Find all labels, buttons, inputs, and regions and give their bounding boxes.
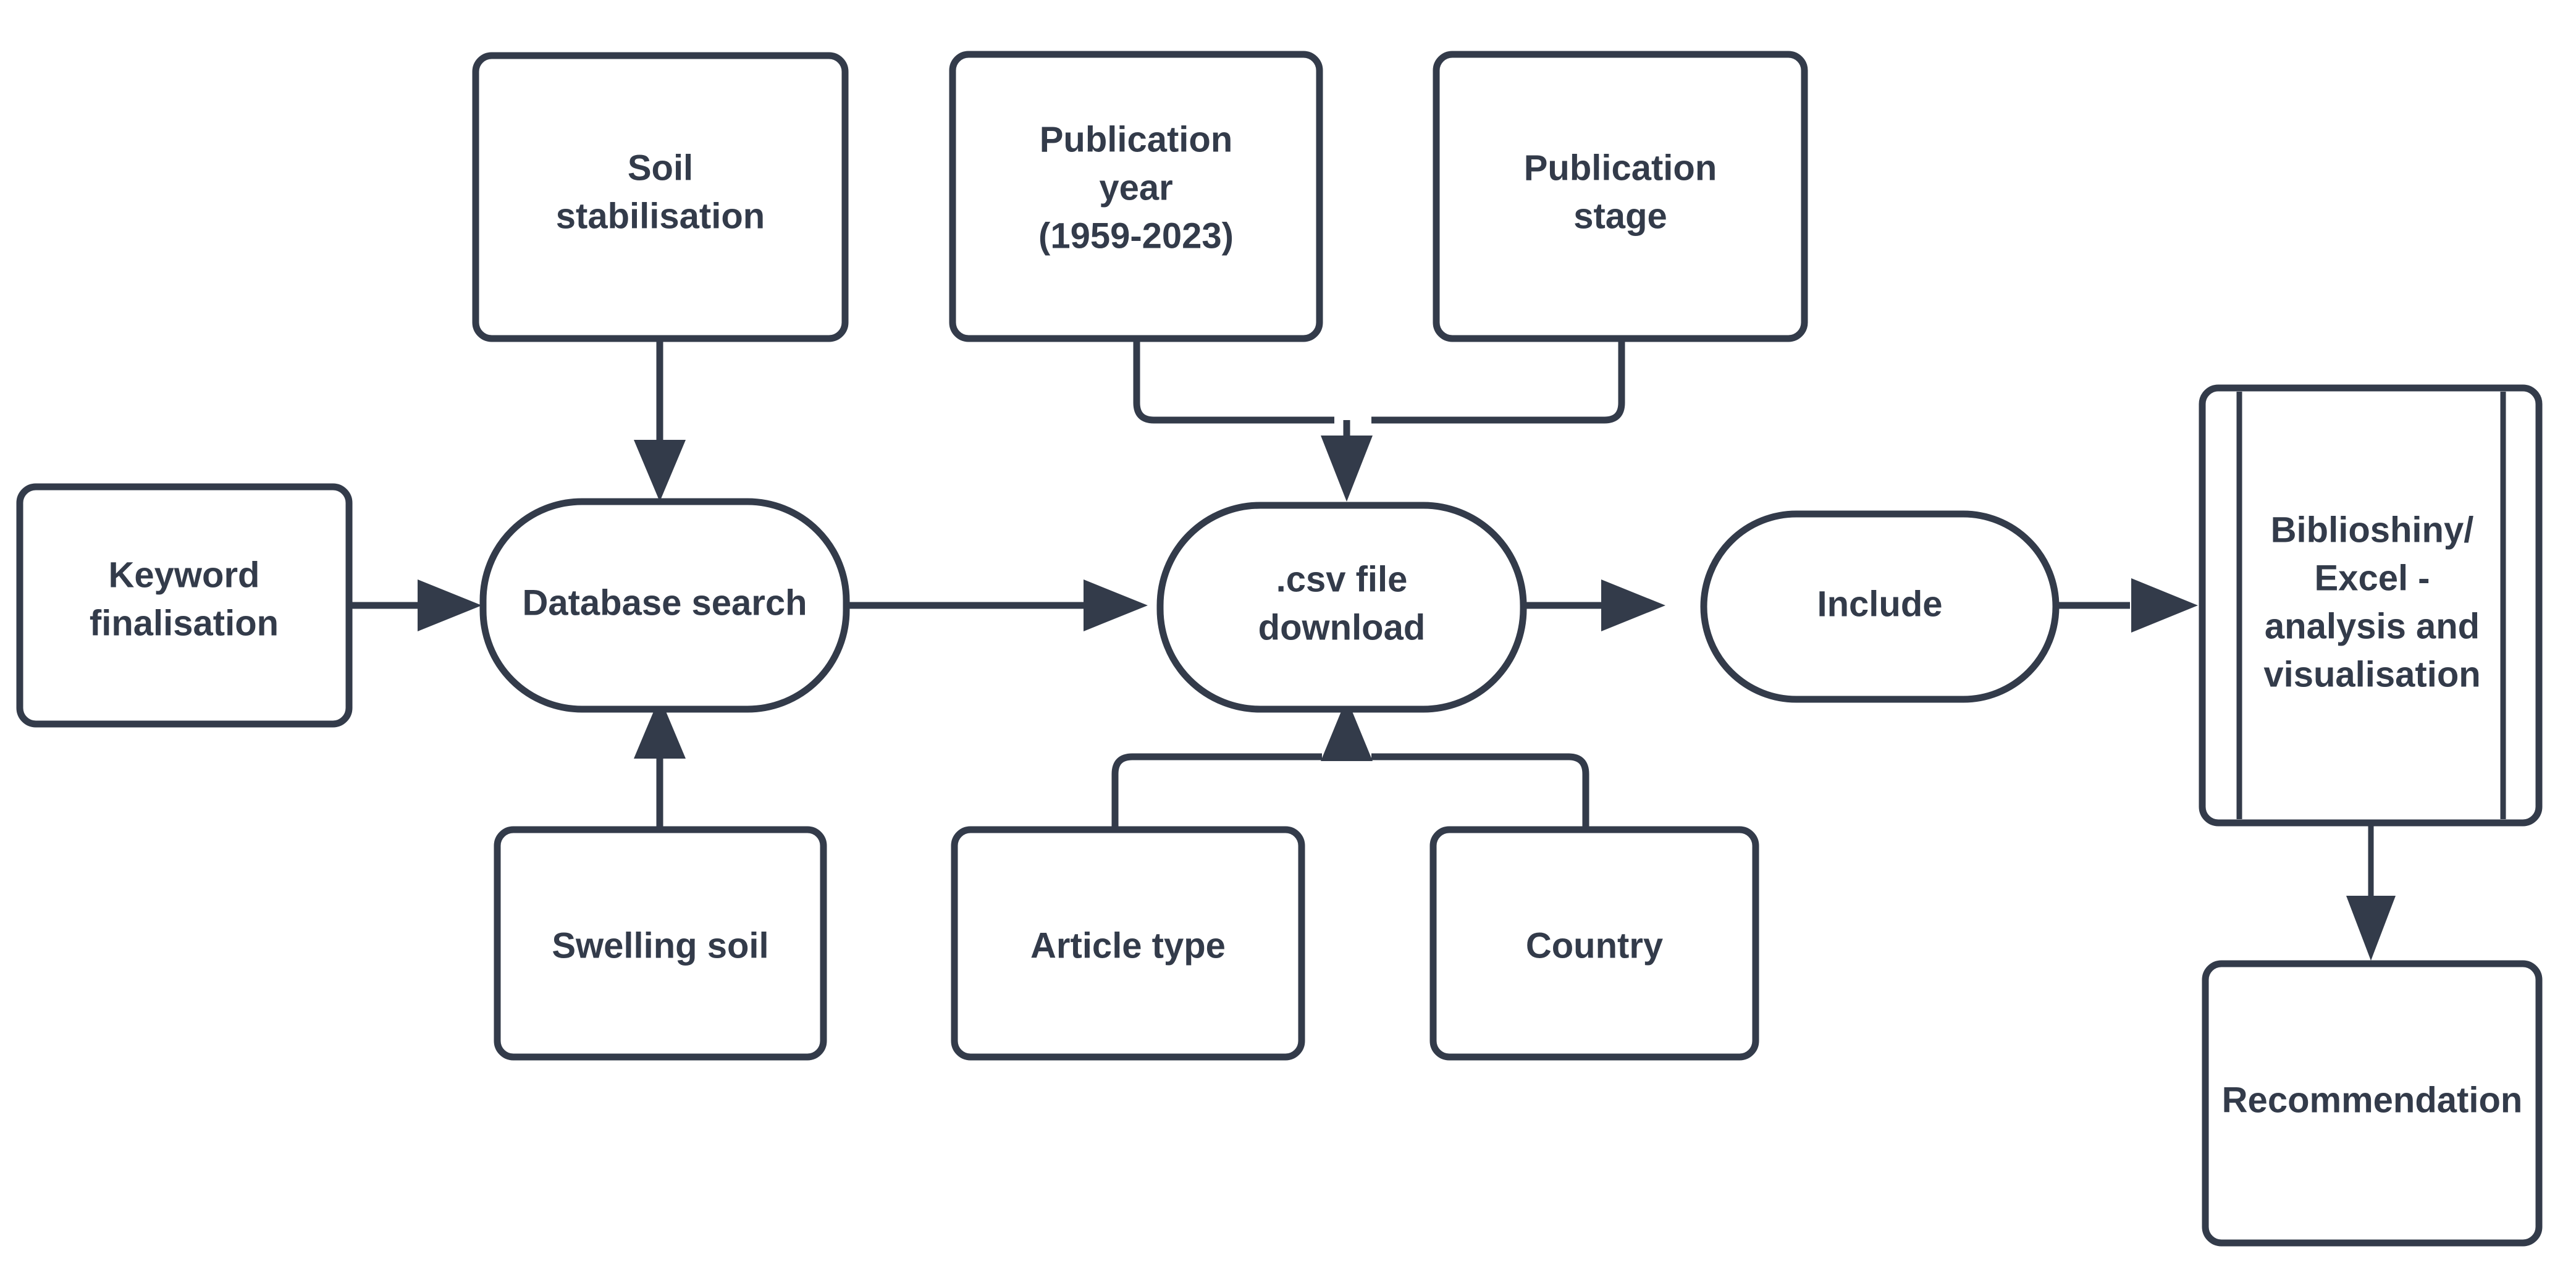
node-include[interactable]: Include: [1700, 510, 2060, 703]
node-publication-year-label-line3: (1959-2023): [1038, 216, 1234, 256]
edge-publication-filters-to-csv-download: [1133, 337, 1625, 502]
node-csv-file-download-label-line1: .csv file: [1276, 559, 1408, 599]
node-swelling-soil-label: Swelling soil: [552, 925, 768, 966]
node-publication-stage-label-line2: stage: [1573, 196, 1667, 236]
node-soil-stabilisation[interactable]: Soil stabilisation: [472, 52, 849, 342]
node-publication-year-label-line2: year: [1099, 167, 1172, 208]
node-article-type-label: Article type: [1030, 925, 1226, 966]
node-biblioshiny-excel-label-line4: visualisation: [2263, 654, 2480, 694]
edge-database-search-to-csv-download: [845, 579, 1148, 631]
edge-keyword-finalisation-to-database-search: [349, 579, 482, 631]
node-csv-file-download-label-line2: download: [1258, 607, 1426, 647]
node-biblioshiny-excel-label-line1: Biblioshiny/: [2271, 510, 2474, 550]
node-recommendation[interactable]: Recommendation: [2202, 960, 2543, 1247]
node-soil-stabilisation-label-line1: Soil: [628, 148, 693, 188]
edge-article-country-filters-to-csv-download: [1111, 698, 1589, 831]
node-database-search-label: Database search: [522, 583, 807, 623]
node-article-type[interactable]: Article type: [951, 826, 1305, 1061]
node-biblioshiny-excel[interactable]: Biblioshiny/ Excel - analysis and visual…: [2199, 384, 2543, 827]
node-layer: Keyword finalisation Soil stabilisation …: [16, 51, 2543, 1247]
node-country-label: Country: [1526, 925, 1663, 966]
node-country[interactable]: Country: [1429, 826, 1759, 1061]
node-swelling-soil[interactable]: Swelling soil: [494, 826, 827, 1061]
node-keyword-finalisation[interactable]: Keyword finalisation: [16, 483, 353, 728]
edge-biblioshiny-to-recommendation: [2346, 823, 2396, 961]
edge-soil-stabilisation-to-database-search: [634, 337, 686, 502]
node-database-search[interactable]: Database search: [479, 498, 850, 713]
node-biblioshiny-excel-label-line3: analysis and: [2265, 606, 2480, 646]
edge-layer: [349, 337, 2396, 961]
node-publication-stage[interactable]: Publication stage: [1433, 51, 1808, 342]
node-publication-year[interactable]: Publication year (1959-2023): [949, 51, 1323, 342]
node-publication-stage-label-line1: Publication: [1524, 148, 1717, 188]
node-soil-stabilisation-label-line2: stabilisation: [556, 196, 765, 236]
edge-csv-download-to-include: [1525, 579, 1665, 631]
node-biblioshiny-excel-label-line2: Excel -: [2315, 558, 2430, 598]
node-include-label: Include: [1817, 584, 1942, 624]
edge-include-to-biblioshiny: [2056, 578, 2198, 633]
node-recommendation-label: Recommendation: [2222, 1080, 2523, 1120]
node-csv-file-download[interactable]: .csv file download: [1156, 502, 1527, 713]
node-publication-year-label-line1: Publication: [1040, 119, 1233, 159]
edge-swelling-soil-to-database-search: [634, 697, 686, 831]
node-keyword-finalisation-label-line1: Keyword: [109, 555, 260, 595]
node-keyword-finalisation-label-line2: finalisation: [90, 603, 279, 643]
